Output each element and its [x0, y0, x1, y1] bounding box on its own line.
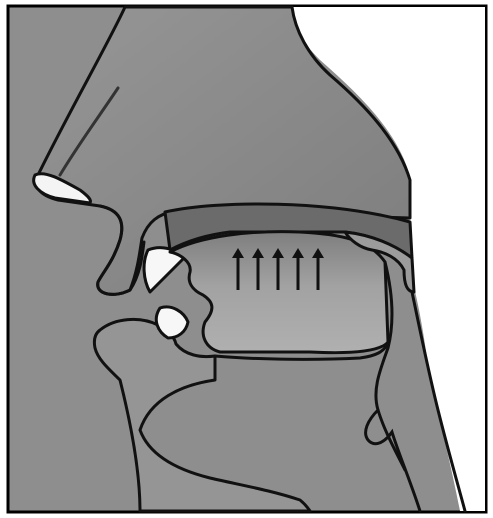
vocal-tract-diagram [0, 0, 493, 518]
diagram-stage [0, 0, 493, 518]
